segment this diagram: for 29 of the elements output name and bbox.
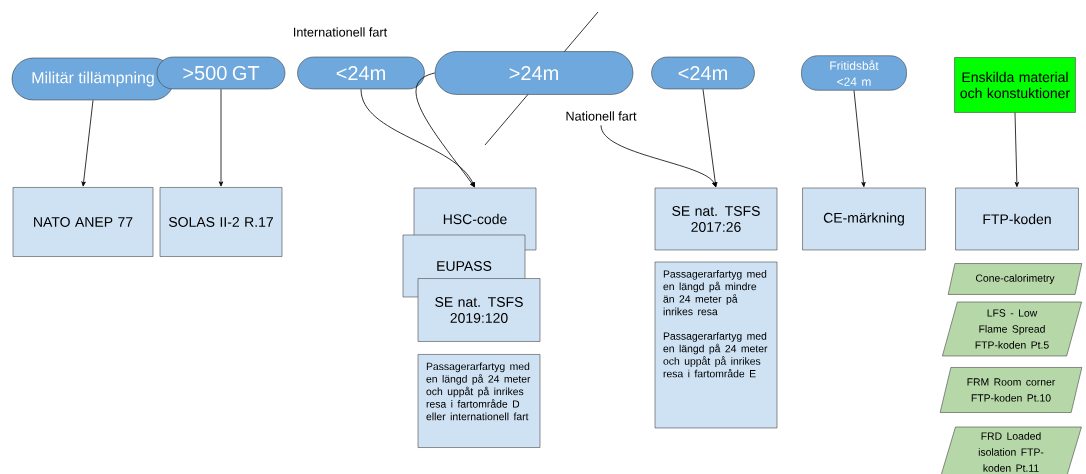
standard-box: FTP-koden	[955, 187, 1079, 251]
rounded-label: >24m	[434, 51, 634, 95]
standard-box: CE-märkning	[802, 187, 926, 251]
rounded-label: <24m	[651, 56, 755, 90]
category-box: Enskilda material och konstuktioner	[954, 57, 1076, 113]
test-method-box: LFS - Low Flame Spread FTP-koden Pt.5	[942, 301, 1082, 357]
test-method-box: FRM Room corner FTP-koden Pt.10	[939, 367, 1083, 413]
rounded-label: Fritidsbåt <24 m	[801, 55, 907, 91]
arrow	[702, 88, 718, 188]
arrow	[360, 88, 475, 188]
rounded-label: >500 GT	[156, 56, 286, 90]
arrow	[1014, 112, 1019, 188]
description-box: Passagerarfartyg med en längd på mindre än 24 meter på inrikes resa Passagerarfartyg med en längd på 24 meter och uppåt på inrikes resa i fartområde E	[654, 261, 778, 429]
standard-box: NATO ANEP 77	[12, 187, 154, 257]
arrow	[81, 99, 94, 187]
arrow	[218, 88, 224, 187]
rounded-label: <24m	[297, 56, 425, 90]
section-label: Internationell fart	[294, 27, 388, 37]
test-method-box: FRD Loaded isolation FTP-koden Pt.11	[940, 426, 1082, 474]
description-box: Passagerarfartyg med en längd på 24 meter och uppåt på inrikes resa i fartområde D eller internationell fart	[417, 354, 541, 448]
arrow	[415, 72, 475, 188]
standard-box: SE nat. TSFS 2019:120	[417, 278, 541, 342]
note-text: Nationell fart	[566, 111, 637, 121]
standard-box: SE nat. TSFS 2017:26	[654, 187, 778, 251]
standard-box: SOLAS II-2 R.17	[159, 187, 283, 257]
rounded-label: Militär tillämpning	[11, 57, 175, 101]
test-method-box: Cone-calorimetry	[947, 263, 1083, 295]
arrow	[853, 90, 866, 188]
arrow	[600, 124, 716, 188]
